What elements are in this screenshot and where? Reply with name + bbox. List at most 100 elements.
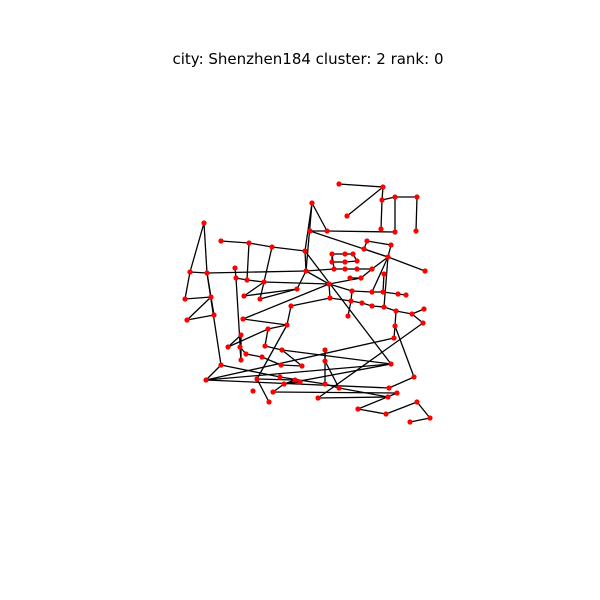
graph-node [342, 251, 348, 257]
graph-edge [328, 277, 362, 285]
graph-node [409, 311, 415, 317]
graph-edge [286, 305, 292, 326]
graph-node [292, 377, 298, 383]
graph-node [204, 270, 210, 276]
graph-node [299, 363, 305, 369]
graph-edge [317, 396, 389, 399]
graph-edge [388, 376, 415, 389]
graph-node [232, 265, 238, 271]
graph-node [422, 268, 428, 274]
graph-edge [189, 271, 208, 274]
graph-node [246, 240, 252, 246]
graph-edge [281, 349, 303, 367]
graph-node [385, 394, 391, 400]
graph-edge [329, 297, 352, 302]
graph-node [187, 269, 193, 275]
graph-edge [338, 387, 389, 398]
graph-node [391, 335, 397, 341]
graph-node [326, 281, 332, 287]
graph-edge [280, 364, 303, 367]
graph-edge [326, 230, 396, 233]
graph-node [257, 296, 263, 302]
graph-node [380, 289, 386, 295]
graph-edge [371, 256, 389, 270]
graph-edge [296, 270, 307, 290]
graph-edge [261, 356, 282, 366]
graph-node [307, 228, 313, 234]
graph-node [342, 259, 348, 265]
graph-node [350, 251, 356, 257]
graph-node [218, 362, 224, 368]
graph-node [322, 358, 328, 364]
graph-node [355, 406, 361, 412]
graph-edge [205, 337, 395, 381]
graph-edge [246, 242, 250, 281]
graph-node [369, 289, 375, 295]
graph-edge [366, 240, 392, 246]
graph-edge [220, 240, 250, 244]
graph-node [369, 303, 375, 309]
graph-node [383, 411, 389, 417]
graph-node [297, 379, 303, 385]
graph-node [359, 300, 365, 306]
graph-edge [383, 256, 389, 308]
graph-edge [328, 283, 353, 292]
node-layer [182, 181, 433, 425]
graph-edge [256, 324, 288, 380]
graph-node [385, 254, 391, 260]
figure-title: city: Shenzhen184 cluster: 2 rank: 0 [173, 50, 444, 68]
graph-edge [351, 290, 373, 293]
graph-edge [357, 408, 387, 415]
graph-node [342, 266, 348, 272]
graph-node [345, 313, 351, 319]
graph-node [403, 292, 409, 298]
graph-node [244, 277, 250, 283]
graph-node [201, 220, 207, 226]
graph-node [303, 268, 309, 274]
graph-node [254, 376, 260, 382]
graph-node [414, 399, 420, 405]
graph-node [233, 275, 239, 281]
graph-node [203, 377, 209, 383]
graph-node [250, 388, 256, 394]
graph-node [294, 286, 300, 292]
graph-edge [227, 328, 269, 348]
graph-edge [206, 272, 222, 366]
graph-edge [263, 281, 330, 285]
graph-edge [243, 288, 298, 297]
graph-edge [382, 273, 385, 293]
graph-node [421, 306, 427, 312]
graph-edge [263, 246, 273, 283]
graph-node [386, 385, 392, 391]
graph-node [380, 184, 386, 190]
graph-edge [305, 268, 335, 272]
graph-node [184, 317, 190, 323]
graph-edge [203, 222, 208, 274]
graph-node [378, 226, 384, 232]
graph-node [241, 293, 247, 299]
graph-node [182, 296, 188, 302]
graph-edge [206, 270, 307, 274]
graph-edge [346, 186, 384, 217]
graph-node [407, 419, 413, 425]
graph-edge [186, 314, 215, 321]
graph-edge [380, 199, 383, 230]
graph-node [414, 194, 420, 200]
graph-node [413, 228, 419, 234]
graph-edge [256, 378, 296, 381]
graph-edge [259, 288, 298, 300]
graph-node [427, 415, 433, 421]
graph-edge [415, 196, 418, 232]
graph-node [270, 389, 276, 395]
graph-node [411, 374, 417, 380]
graph-edge [245, 353, 263, 358]
graph-node [364, 238, 370, 244]
graph-edge [205, 363, 392, 381]
graph-node [322, 381, 328, 387]
graph-node [261, 279, 267, 285]
graph-edge [311, 202, 328, 232]
graph-node [354, 258, 360, 264]
graph-node [379, 197, 385, 203]
graph-edge [227, 334, 242, 348]
graph-edge [243, 281, 265, 297]
